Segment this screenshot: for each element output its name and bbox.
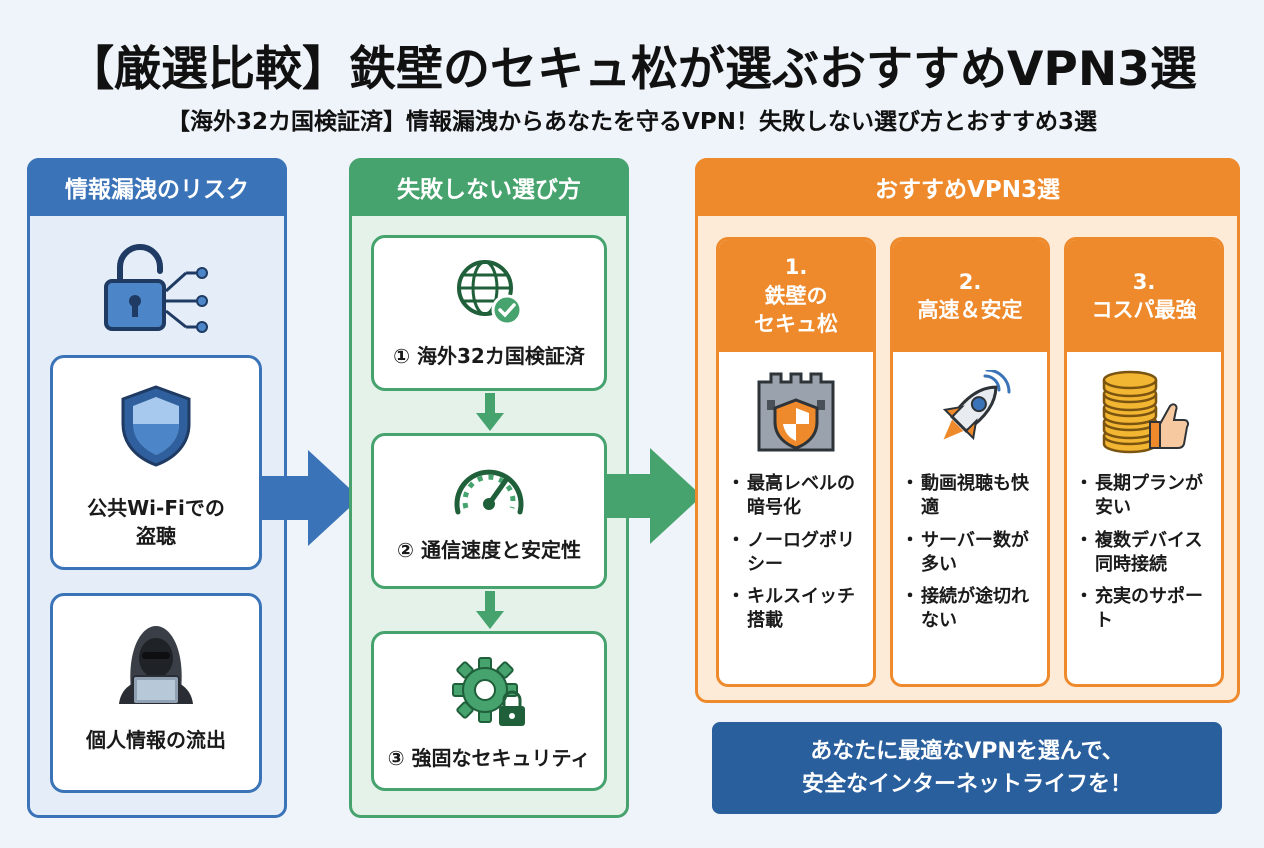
vpn-3-feature-2: 複数デバイス同時接続 bbox=[1075, 529, 1213, 578]
risk-item-1-line1: 公共Wi-Fiでの bbox=[87, 496, 225, 520]
vpn-2-feature-2: サーバー数が多い bbox=[901, 529, 1039, 578]
shield-icon bbox=[119, 384, 193, 472]
vpn-1-feature-1: 最高レベルの暗号化 bbox=[727, 472, 865, 521]
guide-step-1: ① 海外32カ国検証済 bbox=[371, 235, 607, 391]
arrow-guide-to-recommend bbox=[604, 448, 702, 544]
speedometer-icon bbox=[450, 456, 528, 524]
vpn-3-feature-3: 充実のサポート bbox=[1075, 585, 1213, 634]
vpn-1-name-line1: 鉄壁の bbox=[764, 283, 828, 308]
vpn-card-2: 2. 高速＆安定 動画視聴も快適 サーバー数が多い 接続が途切れない bbox=[890, 237, 1050, 687]
recommend-panel-heading: おすすめVPN3選 bbox=[695, 158, 1240, 216]
arrow-step1-to-step2 bbox=[476, 393, 504, 431]
vpn-2-header: 2. 高速＆安定 bbox=[893, 240, 1047, 352]
cta-line2: 安全なインターネットライフを！ bbox=[801, 772, 1132, 797]
risk-item-1-line2: 盗聴 bbox=[135, 524, 176, 548]
cta-banner: あなたに最適なVPNを選んで、 安全なインターネットライフを！ bbox=[712, 722, 1222, 814]
recommend-panel: おすすめVPN3選 1. 鉄壁の セキュ松 最高レベルの暗号化 ノーログポリシー… bbox=[695, 158, 1240, 703]
vpn-1-number: 1. bbox=[784, 255, 808, 280]
vpn-2-feature-3: 接続が途切れない bbox=[901, 585, 1039, 634]
risk-card-wifi: 公共Wi-Fiでの 盗聴 bbox=[50, 355, 262, 570]
globe-check-icon bbox=[453, 256, 525, 332]
page-subtitle: 【海外32カ国検証済】情報漏洩からあなたを守るVPN！失敗しない選び方とおすすめ… bbox=[167, 109, 1097, 135]
padlock-icon bbox=[102, 241, 214, 337]
guide-step-2: ② 通信速度と安定性 bbox=[371, 433, 607, 589]
vpn-2-number: 2. bbox=[958, 269, 982, 294]
gear-lock-icon bbox=[452, 656, 526, 732]
hacker-icon bbox=[111, 620, 201, 708]
vpn-3-header: 3. コスパ最強 bbox=[1067, 240, 1221, 352]
vpn-2-name: 高速＆安定 bbox=[917, 298, 1023, 322]
vpn-3-feature-1: 長期プランが安い bbox=[1075, 472, 1213, 521]
rocket-icon bbox=[893, 352, 1047, 472]
castle-shield-icon bbox=[719, 352, 873, 472]
guide-step-3-label: ③ 強固なセキュリティ bbox=[387, 746, 591, 770]
arrow-risk-to-guide bbox=[262, 450, 360, 546]
vpn-card-1: 1. 鉄壁の セキュ松 最高レベルの暗号化 ノーログポリシー キルスイッチ搭載 bbox=[716, 237, 876, 687]
risk-card-leak: 個人情報の流出 bbox=[50, 593, 262, 793]
vpn-1-header: 1. 鉄壁の セキュ松 bbox=[719, 240, 873, 352]
vpn-1-feature-3: キルスイッチ搭載 bbox=[727, 585, 865, 634]
cta-line1: あなたに最適なVPNを選んで、 bbox=[810, 739, 1124, 764]
vpn-card-3: 3. コスパ最強 bbox=[1064, 237, 1224, 687]
coins-thumbsup-icon bbox=[1067, 352, 1221, 472]
vpn-1-feature-2: ノーログポリシー bbox=[727, 529, 865, 578]
guide-panel-heading: 失敗しない選び方 bbox=[349, 158, 629, 216]
arrow-step2-to-step3 bbox=[476, 591, 504, 629]
guide-step-1-label: ① 海外32カ国検証済 bbox=[393, 344, 585, 368]
vpn-3-name: コスパ最強 bbox=[1091, 298, 1197, 322]
risk-panel: 情報漏洩のリスク 公共Wi-F bbox=[27, 158, 287, 818]
page-title: 【厳選比較】鉄壁のセキュ松が選ぶおすすめVPN3選 bbox=[67, 42, 1197, 97]
guide-step-2-label: ② 通信速度と安定性 bbox=[397, 538, 581, 562]
guide-step-3: ③ 強固なセキュリティ bbox=[371, 631, 607, 791]
vpn-1-name-line2: セキュ松 bbox=[754, 312, 838, 337]
vpn-3-number: 3. bbox=[1132, 269, 1156, 294]
risk-panel-heading: 情報漏洩のリスク bbox=[27, 158, 287, 216]
guide-panel: 失敗しない選び方 ① 海外32カ国検証済 bbox=[349, 158, 629, 818]
risk-item-2-label: 個人情報の流出 bbox=[86, 728, 226, 752]
vpn-2-feature-1: 動画視聴も快適 bbox=[901, 472, 1039, 521]
